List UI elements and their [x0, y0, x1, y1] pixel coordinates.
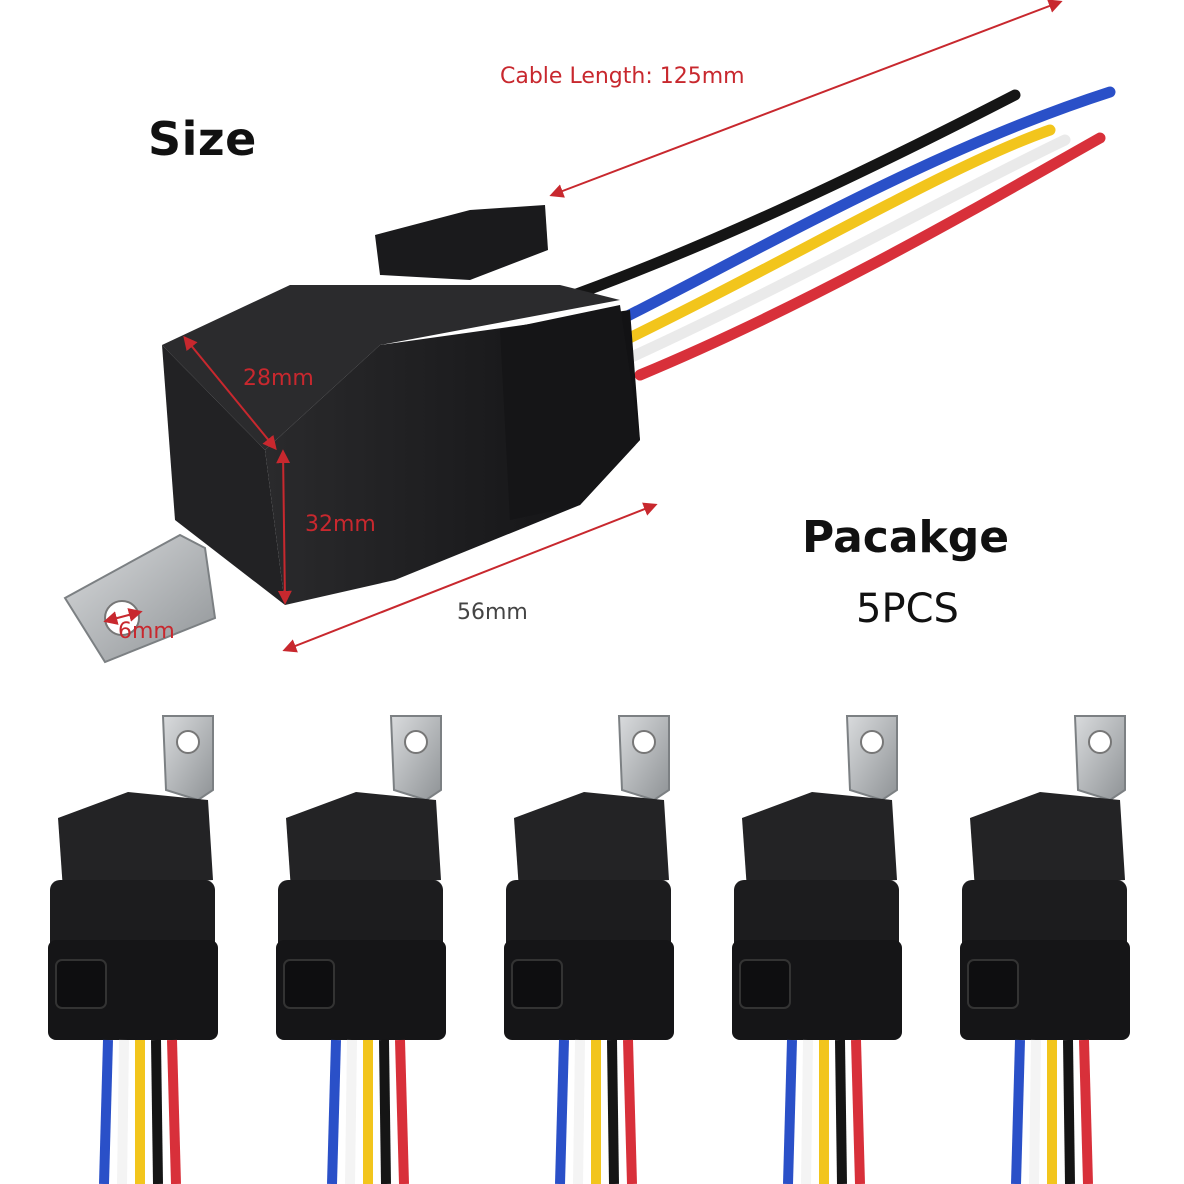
package-relay: [48, 715, 218, 1184]
size-heading: Size: [148, 112, 257, 166]
relay-bracket: [845, 715, 898, 802]
main-relay: [63, 0, 1116, 664]
wire-yellow: [609, 124, 1056, 351]
relay-bracket-hole: [860, 730, 884, 754]
relay-bracket-hole: [1088, 730, 1112, 754]
package-relay: [732, 715, 902, 1184]
relay-clip: [967, 959, 1019, 1009]
height-label: 32mm: [305, 512, 376, 537]
relay-wire: [783, 1039, 797, 1184]
relay-bracket: [389, 715, 442, 802]
package-relays: [48, 715, 1130, 1184]
relay-bracket: [617, 715, 670, 802]
cable-length-line: [549, 0, 1063, 198]
length-line: [282, 502, 658, 653]
relay-cap: [742, 792, 897, 890]
relay-bracket-hole: [176, 730, 200, 754]
relay-wire: [1079, 1039, 1093, 1184]
relay-wire: [167, 1039, 181, 1184]
relay-clip: [739, 959, 791, 1009]
wire-red: [634, 132, 1106, 381]
relay-wire: [1011, 1039, 1025, 1184]
package-quantity: 5PCS: [856, 586, 959, 632]
relay-bracket: [161, 715, 214, 802]
relay-clip: [511, 959, 563, 1009]
relay-clip: [55, 959, 107, 1009]
package-heading: Pacakge: [802, 512, 1010, 563]
cable-length-label: Cable Length: 125mm: [500, 64, 745, 89]
package-relay: [504, 715, 674, 1184]
relay-wire: [851, 1039, 865, 1184]
width-label: 28mm: [243, 366, 314, 391]
relay-wire: [345, 1039, 357, 1184]
relay-wire: [1063, 1039, 1075, 1184]
relay-bracket: [1073, 715, 1126, 802]
connector-clip: [375, 205, 548, 280]
length-label: 56mm: [457, 600, 528, 625]
relay-bracket-hole: [632, 730, 656, 754]
package-relay: [960, 715, 1130, 1184]
package-relay: [276, 715, 446, 1184]
relay-cap: [286, 792, 441, 890]
relay-cap: [58, 792, 213, 890]
hole-diameter-label: 6mm: [118, 619, 175, 644]
relay-wire: [555, 1039, 569, 1184]
relay-wire: [623, 1039, 637, 1184]
relay-wire: [395, 1039, 409, 1184]
width-line: [183, 335, 277, 451]
relay-bracket-hole: [404, 730, 428, 754]
connector-block: [500, 305, 640, 520]
relay-wire: [327, 1039, 341, 1184]
dimension-lines: [103, 0, 1063, 653]
relay-wire: [573, 1039, 585, 1184]
relay-cap: [514, 792, 669, 890]
relay-wire: [801, 1039, 813, 1184]
mounting-bracket: [63, 533, 217, 664]
relay-wire: [607, 1039, 619, 1184]
main-relay-wires: [554, 86, 1116, 381]
hole-line: [103, 608, 143, 625]
relay-wire: [379, 1039, 391, 1184]
relay-clip: [283, 959, 335, 1009]
relay-wire: [99, 1039, 113, 1184]
wire-blue: [594, 86, 1116, 336]
relay-wire: [151, 1039, 163, 1184]
relay-cap: [970, 792, 1125, 890]
relay-wire: [117, 1039, 129, 1184]
relay-wire: [835, 1039, 847, 1184]
relay-wire: [1029, 1039, 1041, 1184]
